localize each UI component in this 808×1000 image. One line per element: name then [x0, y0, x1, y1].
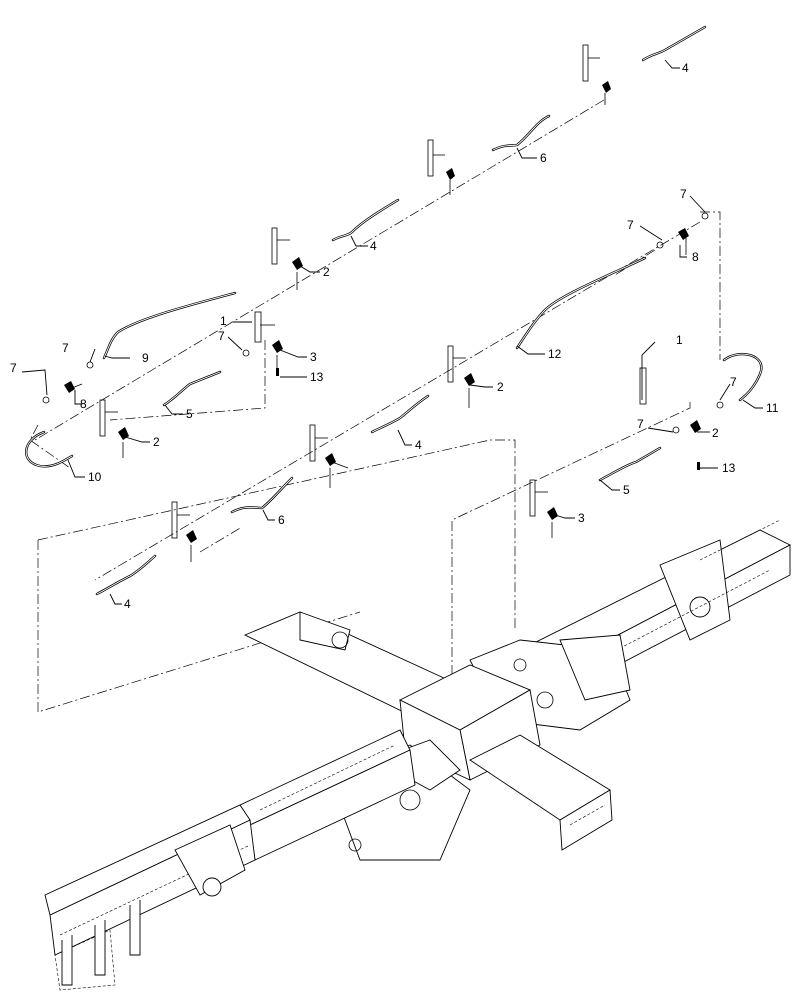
callout-7-b: 7 [62, 341, 69, 355]
callout-1-a: 1 [220, 314, 227, 328]
callout-7-e: 7 [627, 218, 634, 232]
callout-9: 9 [142, 351, 149, 365]
callouts: 4 6 4 2 1 7 3 13 9 7 7 8 5 2 10 12 2 4 6… [10, 61, 779, 611]
callout-8-a: 8 [80, 397, 87, 411]
callout-2-b: 2 [153, 435, 160, 449]
bracket-2a [271, 227, 303, 290]
callout-10: 10 [88, 470, 102, 484]
callout-5-left: 5 [186, 407, 193, 421]
brackets [42, 44, 724, 562]
bracket-8b [678, 228, 689, 255]
bracket-top-right [582, 44, 611, 105]
hoses [25, 25, 763, 596]
bracket-lower-left [171, 501, 197, 562]
machine-frame [44, 519, 791, 991]
callout-7-c: 7 [10, 361, 17, 375]
callout-2-a: 2 [323, 265, 330, 279]
hose-9 [102, 291, 237, 360]
callout-7-a: 7 [218, 329, 225, 343]
callout-5-right: 5 [623, 483, 630, 497]
callout-12: 12 [548, 347, 562, 361]
bracket-3b [529, 479, 558, 538]
callout-4-top: 4 [682, 61, 689, 75]
leader-lines [21, 59, 763, 605]
callout-7-d: 7 [680, 187, 687, 201]
bracket-2b [99, 399, 129, 458]
hose-5-left [162, 370, 222, 407]
callout-8-b: 8 [692, 250, 699, 264]
callout-11: 11 [766, 401, 779, 415]
callout-4-bottom: 4 [124, 597, 131, 611]
callout-13-a: 13 [310, 370, 324, 384]
bracket-2c [447, 345, 475, 408]
callout-2-d: 2 [712, 426, 719, 440]
hose-4-center [370, 394, 430, 434]
callout-6-upper: 6 [540, 151, 547, 165]
callout-6-lower: 6 [278, 513, 285, 527]
callout-7-f: 7 [730, 375, 737, 389]
bracket-8a [64, 381, 83, 393]
hose-10 [25, 430, 74, 468]
callout-7-g: 7 [637, 417, 644, 431]
bracket-center [309, 424, 336, 488]
bracket-upper-mid [427, 139, 455, 195]
callout-4-mid: 4 [370, 239, 377, 253]
callout-3-b: 3 [578, 511, 585, 525]
callout-2-c: 2 [497, 380, 504, 394]
assembly-lines [29, 99, 721, 745]
callout-1-b: 1 [676, 333, 683, 347]
bracket-1b [639, 367, 701, 433]
callout-13-b: 13 [722, 461, 736, 475]
callout-4-center: 4 [415, 438, 422, 452]
bracket-3a [254, 311, 283, 372]
callout-3-a: 3 [310, 350, 317, 364]
hose-12 [515, 256, 647, 350]
